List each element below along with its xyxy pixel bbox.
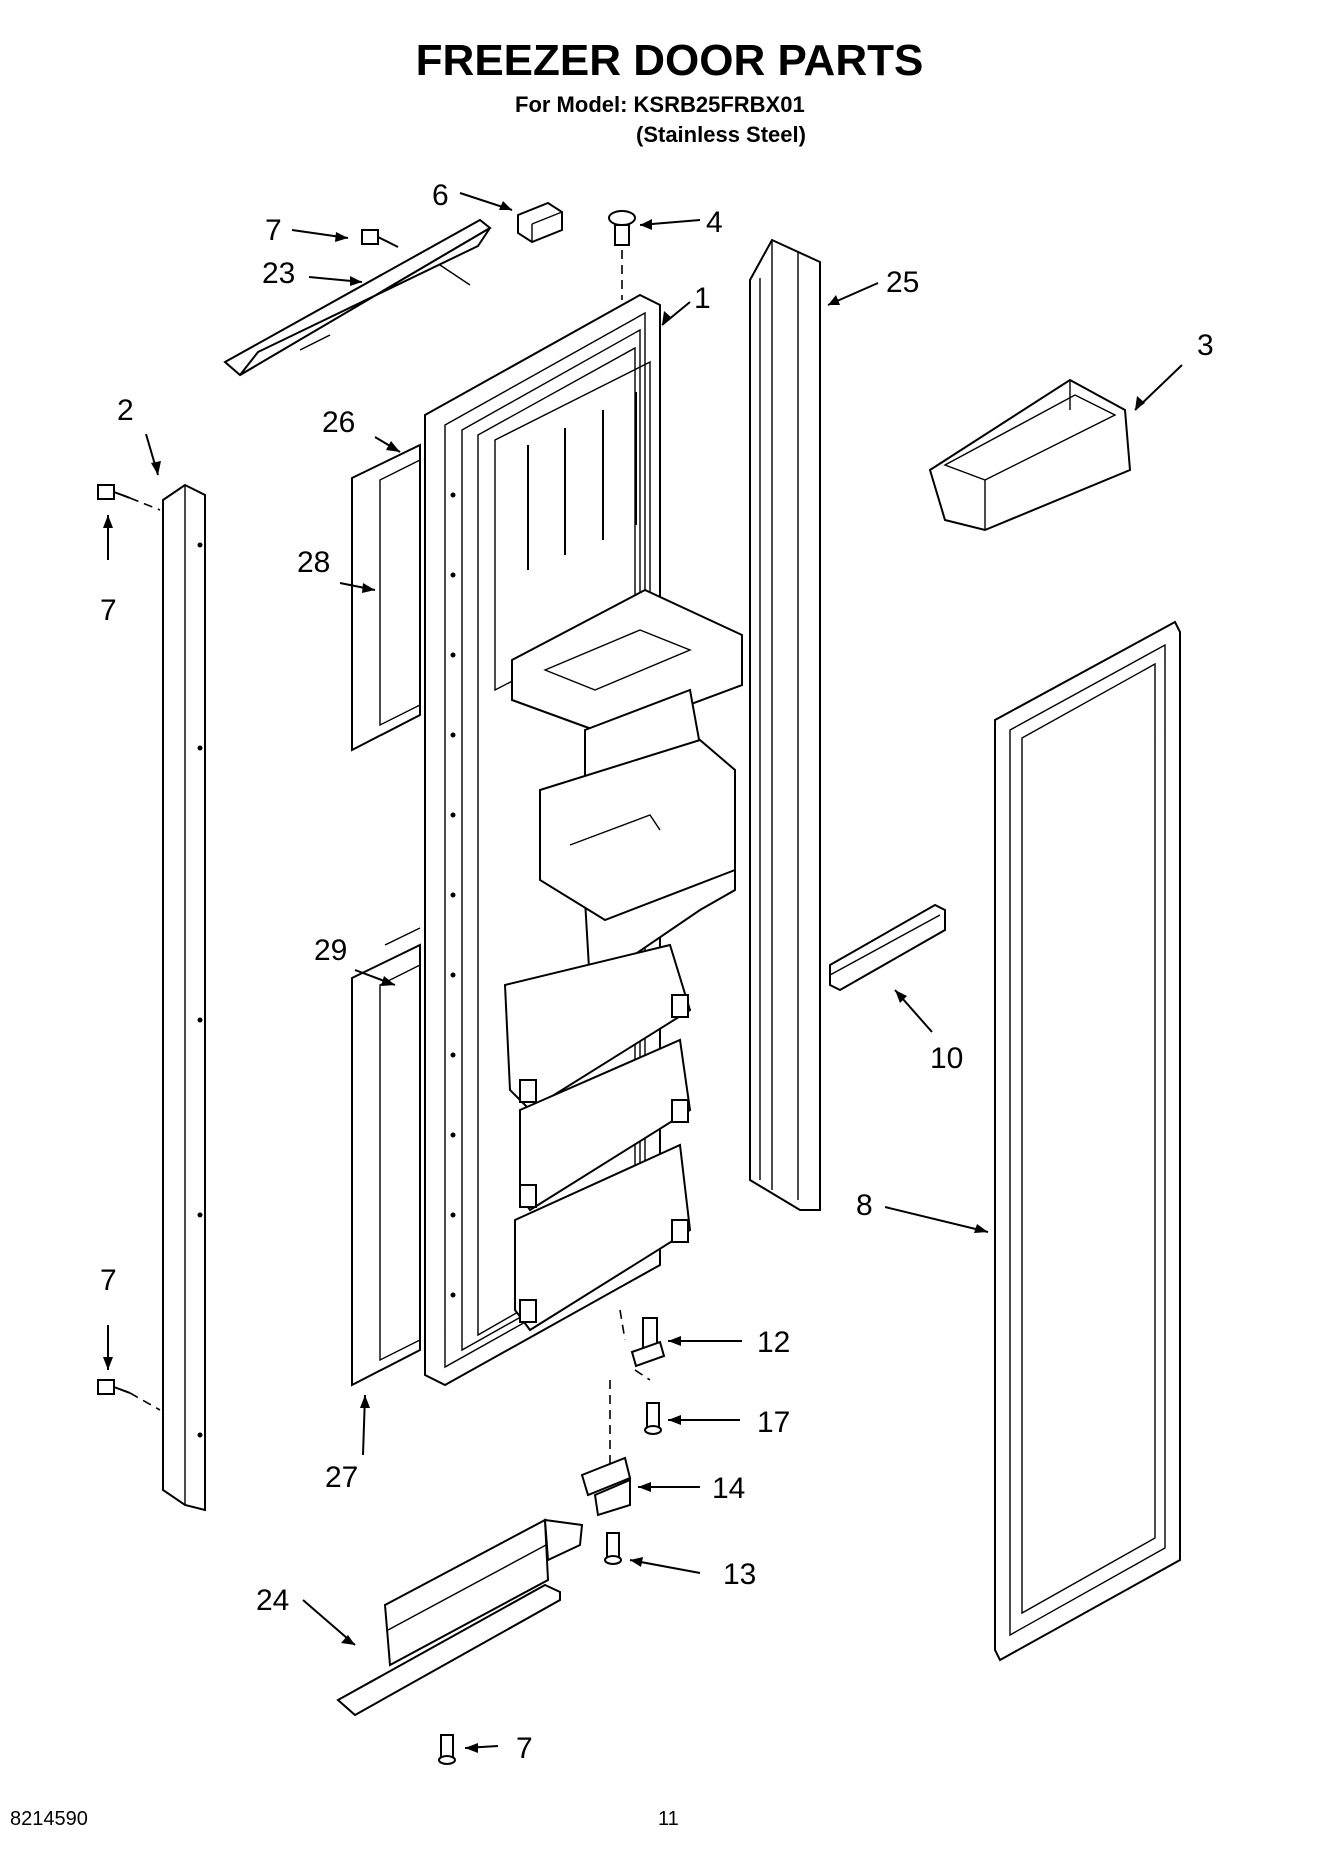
callout-14: 14: [712, 1472, 745, 1505]
page-title: FREEZER DOOR PARTS: [415, 36, 924, 85]
part-7-screw-bottom: [438, 1734, 456, 1765]
part-14-hinge-plate: [580, 1456, 632, 1517]
callout-23: 23: [262, 257, 295, 290]
callout-24: 24: [256, 1584, 289, 1617]
callout-4: 4: [706, 206, 723, 239]
callout-26: 26: [322, 406, 355, 439]
callout-3: 3: [1197, 329, 1214, 362]
hinge-hardware: [580, 1309, 666, 1565]
callout-7-left-upper: 7: [100, 594, 117, 627]
callout-6: 6: [432, 179, 449, 212]
callout-13: 13: [723, 1558, 756, 1591]
part-24-bottom-trim: [336, 1518, 584, 1717]
door-screw-holes: [450, 492, 456, 1298]
arrowheads: [103, 201, 1145, 1753]
part-29-27-lower-panel: [351, 927, 421, 1387]
part-25-strip: [749, 238, 821, 1211]
part-4-screw: [608, 210, 636, 300]
callout-2: 2: [117, 394, 134, 427]
callout-12: 12: [757, 1326, 790, 1359]
part-23-top-trim: [223, 218, 492, 377]
finish-line: (Stainless Steel): [636, 122, 806, 147]
callout-labels: 6 7 23 4 1 25 3 2 26 7 28 29 10 8 7 12 1…: [100, 179, 1214, 1765]
part-1-door-liner: [424, 293, 743, 1387]
part-17-screw: [644, 1402, 662, 1435]
callout-7-bottom: 7: [516, 1732, 533, 1765]
model-line: For Model: KSRB25FRBX01: [515, 92, 805, 117]
callout-17: 17: [757, 1406, 790, 1439]
part-12-hinge-pin: [630, 1317, 666, 1368]
part-10-channel: [829, 903, 946, 992]
document-number: 8214590: [10, 1808, 88, 1830]
callout-10: 10: [930, 1042, 963, 1075]
callout-7-top: 7: [265, 214, 282, 247]
callout-29: 29: [314, 934, 347, 967]
part-6-clip: [517, 201, 563, 244]
part-3-bracket: [928, 378, 1132, 532]
callout-27: 27: [325, 1461, 358, 1494]
part-26-28-upper-panel: [351, 443, 421, 752]
callout-7-left-lower: 7: [100, 1264, 117, 1297]
part-7-screws-left: [97, 484, 161, 1411]
part-13-screw: [604, 1532, 622, 1565]
part-7-screw-top: [361, 229, 399, 248]
door-shelves: [503, 943, 692, 1332]
callout-28: 28: [297, 546, 330, 579]
callout-8: 8: [856, 1189, 873, 1222]
part-8-gasket-frame: [994, 620, 1181, 1662]
callout-25: 25: [886, 266, 919, 299]
callout-1: 1: [694, 282, 711, 315]
part-2-left-trim: [162, 483, 206, 1512]
page-number: 11: [658, 1808, 679, 1830]
